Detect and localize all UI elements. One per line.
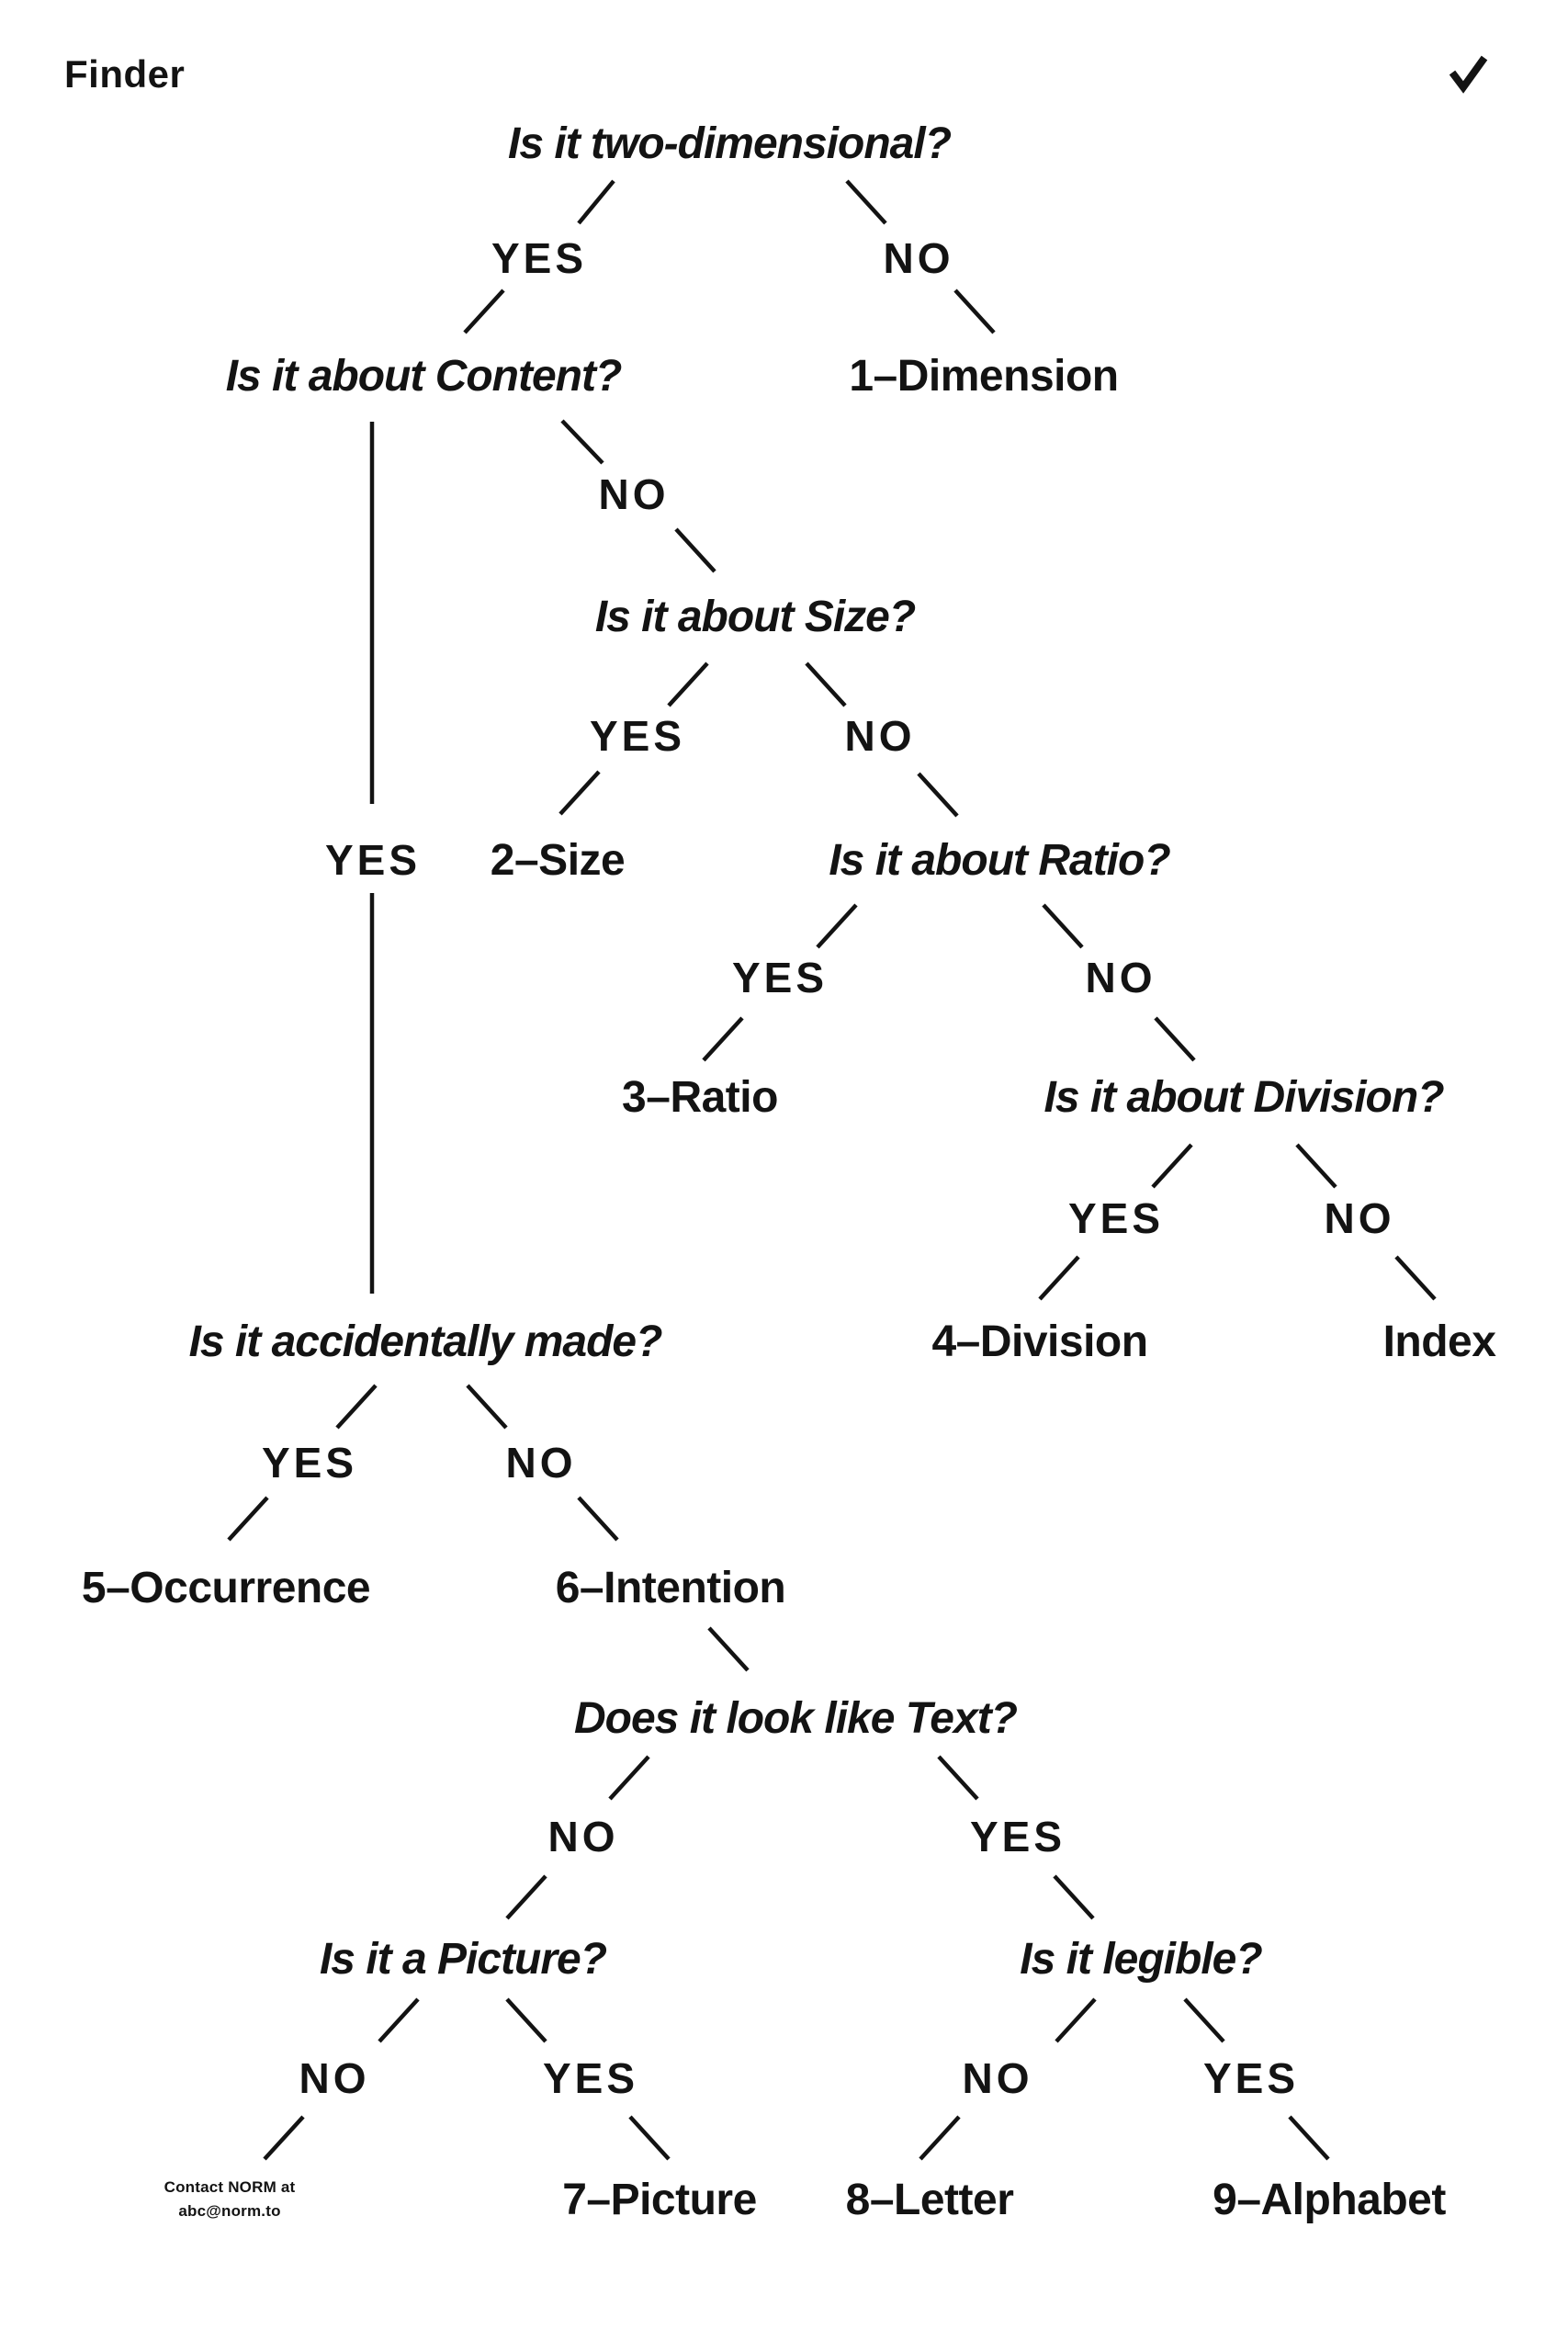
result-1-dimension: 1–Dimension [849, 352, 1118, 401]
contact-note: Contact NORM at abc@norm.to [164, 2178, 296, 2220]
result-6-intention: 6–Intention [556, 1564, 786, 1612]
branch-line [1151, 1143, 1193, 1189]
branch-line [1295, 1143, 1337, 1189]
answer-yes-looks-like-text: YES [970, 1813, 1066, 1860]
branch-line [1053, 1874, 1095, 1920]
answer-yes-two-dimensional: YES [491, 234, 587, 282]
branch-line [505, 1997, 547, 2043]
answer-no-division: NO [1325, 1194, 1395, 1242]
branch-line [1038, 1255, 1080, 1301]
branch-line [1154, 1016, 1196, 1062]
question-legible: Is it legible? [1020, 1935, 1262, 1984]
question-content: Is it about Content? [226, 352, 622, 401]
answer-no-legible: NO [963, 2054, 1033, 2102]
result-index: Index [1383, 1317, 1497, 1366]
branch-line [674, 527, 716, 573]
branch-line [577, 179, 615, 225]
branch-line [577, 1496, 619, 1542]
branch-line [378, 1997, 420, 2043]
answer-yes-picture: YES [543, 2054, 638, 2102]
answer-yes-legible: YES [1203, 2054, 1299, 2102]
branch-line [702, 1016, 744, 1062]
branch-lines [227, 179, 1437, 2161]
contact-line-1: Contact NORM at [164, 2178, 296, 2196]
result-8-letter: 8–Letter [846, 2176, 1014, 2224]
question-accidentally-made: Is it accidentally made? [189, 1317, 663, 1366]
branch-line [263, 2115, 305, 2161]
branch-line [1042, 903, 1084, 949]
checkmark-icon [1449, 55, 1488, 94]
result-3-ratio: 3–Ratio [622, 1073, 778, 1122]
question-size: Is it about Size? [595, 593, 916, 641]
branch-line [845, 179, 887, 225]
result-9-alphabet: 9–Alphabet [1213, 2176, 1446, 2224]
answer-yes-division: YES [1068, 1194, 1164, 1242]
answer-yes-content: YES [325, 836, 421, 884]
answer-no-ratio: NO [1086, 954, 1156, 1001]
question-looks-like-text: Does it look like Text? [574, 1694, 1018, 1743]
question-two-dimensional: Is it two-dimensional? [508, 119, 952, 168]
answer-yes-ratio: YES [732, 954, 828, 1001]
branch-line [917, 772, 959, 818]
answer-yes-size: YES [590, 712, 685, 760]
branch-line [707, 1626, 750, 1672]
branch-line [1055, 1997, 1097, 2043]
answer-no-accidentally-made: NO [506, 1439, 577, 1487]
branch-line [335, 1384, 378, 1430]
answer-no-content: NO [599, 470, 670, 518]
answer-no-looks-like-text: NO [548, 1813, 619, 1860]
branch-line [953, 288, 996, 334]
branch-line [505, 1874, 547, 1920]
branch-line [558, 770, 601, 816]
branch-line [805, 662, 847, 707]
branch-line [1394, 1255, 1437, 1301]
branch-line [628, 2115, 671, 2161]
result-7-picture: 7–Picture [562, 2176, 757, 2224]
answer-no-size: NO [845, 712, 916, 760]
question-ratio: Is it about Ratio? [829, 836, 1170, 885]
branch-line [919, 2115, 961, 2161]
result-2-size: 2–Size [491, 836, 625, 885]
branch-line [466, 1384, 508, 1430]
page-title: Finder [64, 52, 185, 96]
result-4-division: 4–Division [931, 1317, 1147, 1366]
answer-no-picture: NO [299, 2054, 370, 2102]
branch-line [227, 1496, 269, 1542]
contact-line-2: abc@norm.to [178, 2202, 280, 2220]
result-5-occurrence: 5–Occurrence [82, 1564, 370, 1612]
question-picture: Is it a Picture? [320, 1935, 607, 1984]
branch-line [1288, 2115, 1330, 2161]
branch-line [816, 903, 858, 949]
branch-line [667, 662, 709, 707]
branch-line [608, 1755, 650, 1801]
answer-yes-accidentally-made: YES [262, 1439, 357, 1487]
answer-no-two-dimensional: NO [884, 234, 954, 282]
branch-line [1183, 1997, 1225, 2043]
branch-line [560, 419, 604, 465]
branch-line [937, 1755, 979, 1801]
question-division: Is it about Division? [1043, 1073, 1444, 1122]
branch-line [463, 288, 505, 334]
